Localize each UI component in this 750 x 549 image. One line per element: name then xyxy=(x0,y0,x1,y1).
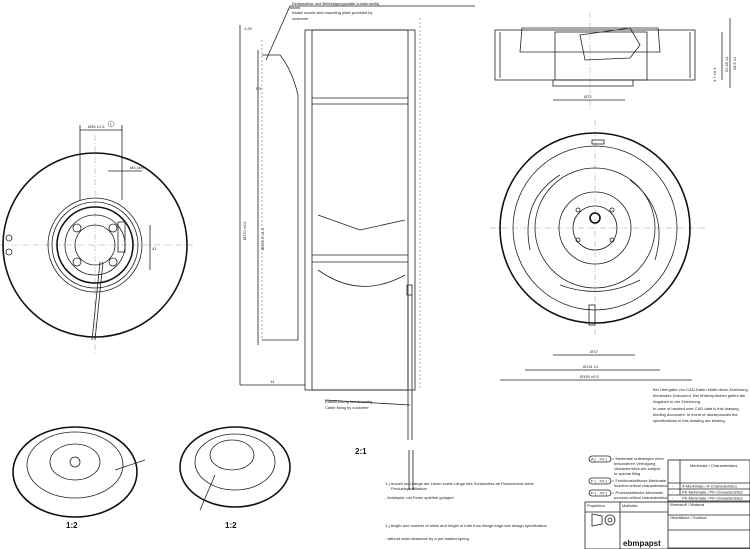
cad-notice: Bei Übergabe von CAD-Daten bildet diese … xyxy=(653,387,748,423)
scale-iso-right: 1:2 xyxy=(225,521,237,530)
isometric-view-right: 1:2 xyxy=(179,426,291,530)
projection-label: Projektion xyxy=(587,503,605,508)
cad-en-1: In case of handed over CAD data is this … xyxy=(653,406,739,411)
dim-d156: Ø156.5 ±1.5 xyxy=(260,227,265,250)
char-row-mark: - xyxy=(672,496,674,501)
dim-bot-d72: Ø72 xyxy=(590,349,598,354)
front-view-inlet: Ø35 ±1.5 1 M4 (4x) 41 xyxy=(0,120,195,355)
dim-h585: 58.5 ±1 xyxy=(732,56,737,70)
front-view-motor: Ø72 Ø131 ±1 Ø193 ±0.5 xyxy=(490,120,705,381)
side-view: Ø72 58.5 ±1 52.45 ±1 3.7 ±0.3 xyxy=(494,12,737,110)
callout-cable-en: Cable fixing by customer xyxy=(325,405,369,410)
char-header: Merkmale / Characteristics xyxy=(690,463,737,468)
cad-de-1: Bei Übergabe von CAD-Daten bildet diese … xyxy=(653,387,748,392)
callout-nozzle-en: Intake nozzle and mounting plate provide… xyxy=(292,10,373,15)
dim-41: 41 xyxy=(152,246,157,251)
material-label: Werkstoff / Material xyxy=(670,502,704,507)
surface-label: Oberfläche / Surface xyxy=(670,515,707,520)
note-de-2: - Axialspiel: mit Feder spielfrei gelage… xyxy=(385,495,455,500)
dim-d170: Ø170 ±0.5 xyxy=(242,221,247,240)
legend-text: characteristics are subject xyxy=(614,466,661,471)
callout-nozzle-de: Einlassdüse und Befestigungsplatte kunde… xyxy=(292,1,379,6)
cad-de-2: bindendes Dokument. Bei Widersprüchen ge… xyxy=(653,393,746,398)
dim-r3: R3 xyxy=(256,86,262,91)
dim-m4: M4 (4x) xyxy=(130,165,144,170)
dim-top-d72: Ø72 xyxy=(584,94,592,99)
char-row-mark: - xyxy=(672,484,674,489)
char-row-mark: - xyxy=(672,490,674,495)
callout-nozzle-en-2: customer xyxy=(292,16,309,21)
legend-text: = Prozesskritische Merkmale xyxy=(612,490,664,495)
dim-14: 14 xyxy=(270,379,275,384)
dim-bot-d131: Ø131 ±1 xyxy=(583,364,599,369)
characteristics-legend: A ( . XX ) = Merkmale unterliegen einer … xyxy=(588,455,667,500)
legend-text: = Funktionskritische Merkmale xyxy=(612,478,667,483)
legend-text: process-critical characteristics xyxy=(614,495,667,500)
note-de-1: 1.) Anzahl und Länge der Litzen sowie Lä… xyxy=(385,481,535,486)
legend-text: = Merkmale unterliegen einer xyxy=(612,456,665,461)
legend-badge: P ( . XX ) xyxy=(591,491,608,496)
legend-text: function-critical characteristics xyxy=(614,483,667,488)
cad-de-3: Angaben in der Zeichnung. xyxy=(653,399,701,404)
legend-text: to special filing xyxy=(614,471,640,476)
dim-125: 1.25 xyxy=(244,26,253,31)
char-row: PK-Merkmale / PK-Characteristics xyxy=(682,496,743,501)
note-en-1: 1.) length and number of wires and lengt… xyxy=(385,523,547,528)
scale-iso-left: 1:2 xyxy=(66,521,78,530)
note-marker: 1 xyxy=(110,122,113,127)
dim-h5245: 52.45 ±1 xyxy=(724,56,729,72)
char-row: PK-Merkmale / PK-Characteristics xyxy=(682,490,743,495)
dim-bot-d193: Ø193 ±0.5 xyxy=(580,374,599,379)
scale-section: 2:1 xyxy=(355,447,367,456)
dim-d35: Ø35 ±1.5 xyxy=(88,124,105,129)
dim-h37: 3.7 ±0.3 xyxy=(712,67,717,82)
notes: 1.) Anzahl und Länge der Litzen sowie Lä… xyxy=(385,481,547,541)
section-view: Einlassdüse und Befestigungsplatte kunde… xyxy=(239,1,475,490)
scale-label: Maßstab xyxy=(622,503,638,508)
cad-en-3: specifications in this drawing are bindi… xyxy=(653,418,726,423)
title-block: Merkmale / Characteristics - A-Merkmale … xyxy=(584,459,750,549)
isometric-view-left: 1:2 xyxy=(12,426,146,530)
char-row: A-Merkmale / A-Characteristics xyxy=(682,484,737,489)
callout-cable-de: Kabelführung kundenseitig xyxy=(325,399,372,404)
note-en-2: - without axial clearance by a pre-loade… xyxy=(385,536,469,541)
note-de-1b: Produktspezifikation xyxy=(391,486,427,491)
legend-badge: F ( . XX ) xyxy=(591,479,608,484)
cad-en-2: binding document. In event of discrepanc… xyxy=(653,412,738,417)
ebmpapst-logo: ebmpapst xyxy=(623,539,661,548)
legend-text: besonderen Verfolgung xyxy=(614,461,655,466)
legend-badge: A ( . XX ) xyxy=(591,457,608,462)
projection-symbol-icon xyxy=(591,513,616,527)
